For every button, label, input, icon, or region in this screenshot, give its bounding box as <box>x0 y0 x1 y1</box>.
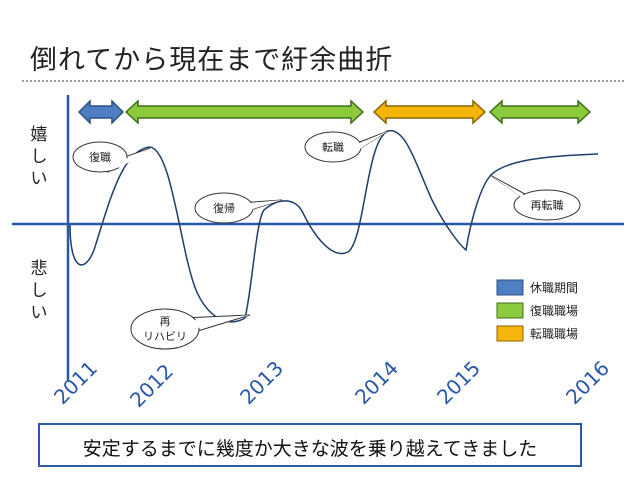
callout-return-to-work: 復職 <box>72 141 151 173</box>
sad-label: 悲 し い <box>30 259 48 323</box>
callout-job-change-text: 転職 <box>322 141 344 154</box>
callout-re-job-change-text: 再転職 <box>531 199 564 212</box>
callout-return-text: 復帰 <box>213 202 235 215</box>
callout-return: 復帰 <box>194 192 283 224</box>
callout-re-rehab-line2: リハビリ <box>143 330 187 343</box>
page-title: 倒れてから現在まで紆余曲折 <box>30 45 394 76</box>
legend-swatch-return <box>496 302 524 319</box>
callout-return-to-work-text: 復職 <box>89 151 111 164</box>
return-workplace-arrow-2 <box>488 99 592 125</box>
legend-swatch-new <box>496 325 524 342</box>
emotion-curve <box>69 130 599 323</box>
new-workplace-arrow <box>372 99 487 125</box>
leave-period-arrow <box>77 99 125 125</box>
callout-re-rehab-line1: 再 <box>160 315 171 328</box>
callout-re-rehab: 再 リハビリ <box>130 308 251 350</box>
callout-re-job-change: 再転職 <box>489 174 581 221</box>
legend-label-new: 転職職場 <box>530 327 578 341</box>
legend: 休職期間 復職職場 転職職場 <box>496 279 578 342</box>
happy-label: 嬉 し い <box>30 125 48 189</box>
legend-label-leave: 休職期間 <box>530 281 578 295</box>
legend-swatch-leave <box>496 279 524 296</box>
summary-box: 安定するまでに幾度か大きな波を乗り越えてきました <box>38 423 582 467</box>
legend-label-return: 復職職場 <box>530 303 578 318</box>
title-divider <box>22 80 624 82</box>
return-workplace-arrow <box>124 99 365 125</box>
callout-job-change: 転職 <box>304 130 389 163</box>
summary-text: 安定するまでに幾度か大きな波を乗り越えてきました <box>82 438 538 460</box>
